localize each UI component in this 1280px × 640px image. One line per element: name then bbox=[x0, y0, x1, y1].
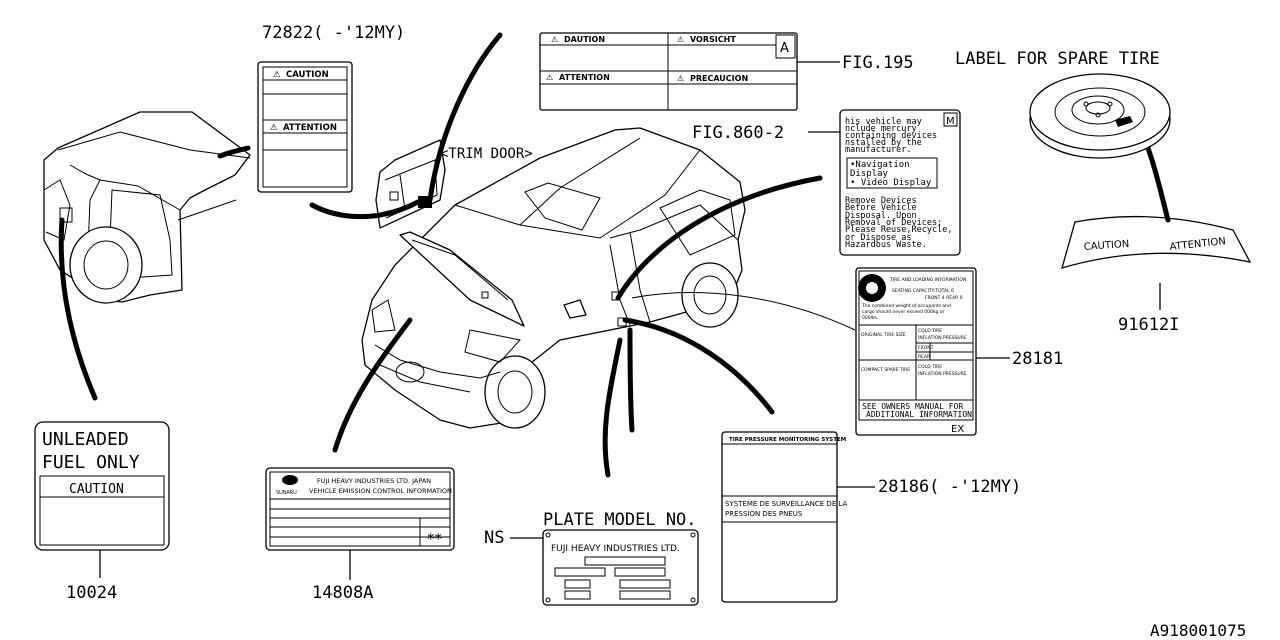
pointer-lines bbox=[58, 32, 1171, 478]
cold-tire-text: COLD TIRE bbox=[918, 364, 942, 370]
spare-tire-illustration bbox=[1029, 73, 1171, 159]
diagram-id: A918001075 bbox=[1150, 621, 1246, 640]
emission-maker-text: FUJI HEAVY INDUSTRIES LTD. JAPAN bbox=[317, 477, 431, 485]
front-vehicle-illustration bbox=[361, 127, 746, 429]
label-badge-a: A bbox=[780, 41, 789, 56]
warning-triangle-icon: ⚠ bbox=[273, 70, 281, 80]
rear-vehicle-illustration bbox=[43, 111, 251, 304]
label-14808a: SUBARU FUJI HEAVY INDUSTRIES LTD. JAPAN … bbox=[265, 467, 455, 551]
plate-maker-text: FUJI HEAVY INDUSTRIES LTD. bbox=[551, 544, 680, 554]
label-badge-m: M bbox=[946, 116, 955, 127]
inflation-pressure-text: INFLATION PRESSURE bbox=[918, 335, 967, 341]
precaucion-text: PRECAUCION bbox=[690, 74, 748, 83]
label-fig195: A ⚠ DAUTION ⚠ VORSICHT ⚠ ATTENTION ⚠ PRE… bbox=[539, 32, 798, 111]
see-manual-text-2: ADDITIONAL INFORMATION bbox=[866, 410, 972, 419]
trim-door-label: <TRIM DOOR> bbox=[440, 146, 533, 162]
inflation-pressure-text: INFLATION PRESSURE bbox=[918, 371, 967, 377]
label-72822: ⚠ CAUTION ⚠ ATTENTION bbox=[257, 61, 353, 193]
attention-text: ATTENTION bbox=[559, 73, 610, 82]
warning-triangle-icon: ⚠ bbox=[270, 123, 278, 133]
part-number-28186: 28186( -'12MY) bbox=[878, 477, 1021, 497]
tire-loading-title: TIRE AND LOADING INFORMATION bbox=[889, 277, 966, 283]
front-text: FRONT bbox=[918, 345, 934, 351]
spare-tire-title: LABEL FOR SPARE TIRE bbox=[955, 49, 1160, 69]
part-number-28181: 28181 bbox=[1012, 349, 1063, 369]
thin-pointer-lines bbox=[631, 292, 856, 331]
attention-text: ATTENTION bbox=[1169, 236, 1226, 253]
fig-195-ref: FIG.195 bbox=[842, 53, 914, 73]
ns-callout: NS bbox=[484, 528, 504, 548]
label-mercury: M his vehicle may nclude mercury contain… bbox=[839, 109, 961, 256]
mercury-device-list: •Navigation Display • Video Display bbox=[850, 160, 932, 188]
combined-weight-text-3: 000lbs. bbox=[862, 315, 878, 321]
mercury-intro-text: his vehicle may nclude mercury containin… bbox=[845, 117, 942, 155]
part-number-91612i: 91612I bbox=[1118, 315, 1179, 335]
fuel-only-text: FUEL ONLY bbox=[42, 452, 140, 473]
label-spare-tire: CAUTION ATTENTION bbox=[1061, 215, 1252, 269]
tpms-french-title-2: PRESSION DES PNEUS bbox=[725, 510, 803, 518]
warning-triangle-icon: ⚠ bbox=[677, 74, 684, 83]
rear-text: REAR bbox=[918, 354, 930, 360]
emission-stars: ** bbox=[427, 530, 443, 548]
seating-capacity-text: SEATING CAPACITY:TOTAL 6 bbox=[892, 288, 954, 294]
label-28181: TIRE AND LOADING INFORMATION SEATING CAP… bbox=[855, 267, 977, 436]
mercury-disposal-text: Remove Devices Before Vehicle Disposal. … bbox=[845, 196, 958, 250]
dautione-text: DAUTION bbox=[564, 35, 605, 44]
label-28186: TIRE PRESSURE MONITORING SYSTEM SYSTEME … bbox=[721, 431, 848, 603]
label-10024: UNLEADED FUEL ONLY CAUTION bbox=[34, 421, 170, 551]
tpms-french-title: SYSTEME DE SURVEILLANCE DE LA bbox=[725, 500, 848, 508]
caution-text: CAUTION bbox=[1083, 239, 1129, 253]
part-number-72822: 72822( -'12MY) bbox=[262, 23, 405, 43]
subaru-logo-text: SUBARU bbox=[276, 490, 297, 496]
cold-tire-text: COLD TIRE bbox=[918, 328, 942, 334]
emission-title-text: VEHICLE EMISSION CONTROL INFORMATION bbox=[309, 487, 452, 495]
seating-front-rear-text: FRONT 4 REAR 0 bbox=[925, 295, 963, 301]
part-number-10024: 10024 bbox=[66, 583, 117, 603]
part-number-14808a: 14808A bbox=[312, 583, 373, 603]
fig-860-2-ref: FIG.860-2 bbox=[692, 123, 784, 143]
combined-weight-text: The combined weight of occupants and bbox=[861, 303, 951, 309]
plate-model: FUJI HEAVY INDUSTRIES LTD. bbox=[542, 529, 699, 606]
label-badge-ex: EX bbox=[951, 424, 964, 435]
unleaded-text: UNLEADED bbox=[42, 429, 129, 450]
attention-text: ATTENTION bbox=[283, 123, 337, 133]
vorsicht-text: VORSICHT bbox=[690, 35, 736, 44]
plate-model-title: PLATE MODEL NO. bbox=[543, 510, 697, 530]
caution-text: CAUTION bbox=[286, 70, 329, 80]
tpms-english-title: TIRE PRESSURE MONITORING SYSTEM bbox=[729, 437, 846, 443]
caution-text: CAUTION bbox=[69, 482, 124, 497]
original-tire-size-text: ORIGINAL TIRE SIZE bbox=[861, 332, 906, 338]
warning-triangle-icon: ⚠ bbox=[551, 35, 558, 44]
see-manual-text: SEE OWNERS MANUAL FOR bbox=[862, 402, 963, 411]
warning-triangle-icon: ⚠ bbox=[546, 73, 553, 82]
compact-spare-text: COMPACT SPARE TIRE bbox=[861, 367, 910, 373]
warning-triangle-icon: ⚠ bbox=[677, 35, 684, 44]
trim-door-illustration bbox=[375, 139, 446, 229]
combined-weight-text-2: cargo should never exceed 000kg or bbox=[862, 309, 945, 315]
